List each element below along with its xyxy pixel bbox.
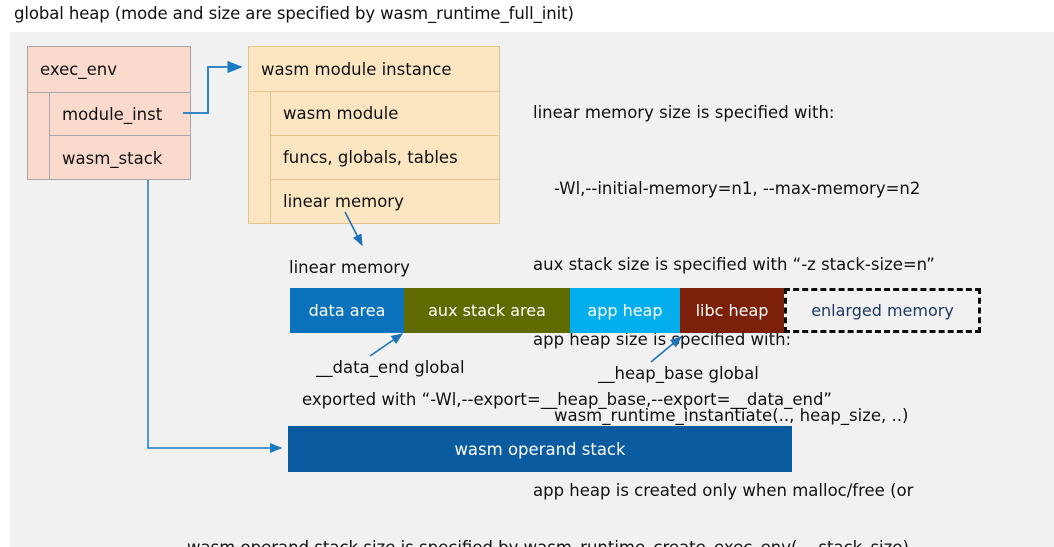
wasm-module-instance-field-wasm-module: wasm module (271, 92, 499, 136)
annotation-data-end: __data_end global (316, 358, 465, 377)
exec-env-gutter (28, 93, 50, 179)
memory-segment: libc heap (680, 288, 784, 333)
exec-env-header: exec_env (28, 47, 190, 93)
page-title: global heap (mode and size are specified… (14, 4, 574, 23)
annotation-heap-base: __heap_base global (598, 364, 759, 383)
wasm-module-instance-header: wasm module instance (249, 47, 499, 92)
exec-env-field-module-inst: module_inst (50, 93, 190, 136)
note-line: wasm_runtime_instantiate(.., heap_size, … (533, 405, 909, 425)
linear-memory-strip-label: linear memory (289, 258, 410, 277)
note-line: linear memory size is specified with: (533, 103, 835, 123)
annotation-exported-with: exported with “-Wl,--export=__heap_base,… (302, 390, 832, 409)
memory-segment: aux stack area (404, 288, 570, 333)
note-line: app heap size is specified with: (533, 330, 792, 350)
wasm-module-instance-field-linear-memory: linear memory (283, 192, 404, 211)
memory-segment: app heap (570, 288, 680, 333)
wasm-module-instance-field-funcs-globals-tables: funcs, globals, tables (271, 136, 499, 180)
memory-segment: data area (290, 288, 404, 333)
exec-env-box: exec_env module_inst wasm_stack (27, 46, 191, 180)
memory-segment: enlarged memory (784, 288, 981, 333)
wasm-module-instance-box: wasm module instance wasm module funcs, … (248, 46, 500, 224)
note-line: wasm operand stack size is specified by … (187, 535, 1047, 547)
note-line: -Wl,--initial-memory=n1, --max-memory=n2 (533, 179, 921, 199)
exec-env-field-wasm-stack: wasm_stack (62, 148, 163, 168)
wasm-module-instance-gutter (249, 92, 271, 223)
wasm-operand-stack-box: wasm operand stack (288, 426, 792, 472)
note-line: app heap is created only when malloc/fre… (533, 481, 914, 501)
operand-stack-notes: wasm operand stack size is specified by … (187, 483, 1047, 547)
linear-memory-notes: linear memory size is specified with: -W… (533, 50, 1033, 547)
note-line: aux stack size is specified with “-z sta… (533, 254, 935, 274)
